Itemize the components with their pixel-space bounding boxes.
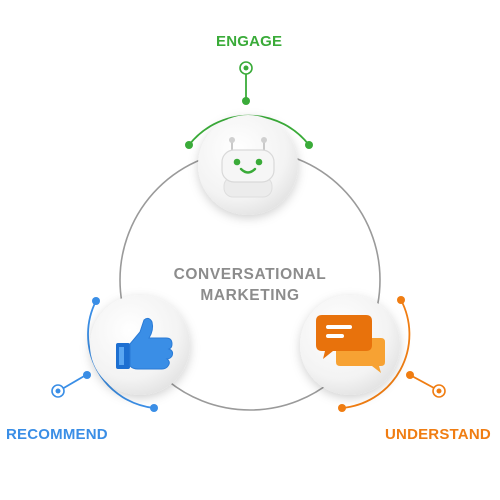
- robot-icon: [221, 137, 275, 198]
- center-title-line-2: MARKETING: [200, 287, 300, 304]
- center-title-line-1: CONVERSATIONAL: [173, 266, 327, 283]
- chat-bubbles-icon: [316, 315, 385, 373]
- recommend-label: RECOMMEND: [6, 426, 108, 443]
- center-title: CONVERSATIONAL MARKETING: [140, 264, 360, 306]
- thumbs-up-icon: [116, 317, 174, 370]
- engage-label: ENGAGE: [216, 33, 283, 50]
- understand-connector: [338, 296, 446, 412]
- understand-label: UNDERSTAND: [385, 426, 491, 443]
